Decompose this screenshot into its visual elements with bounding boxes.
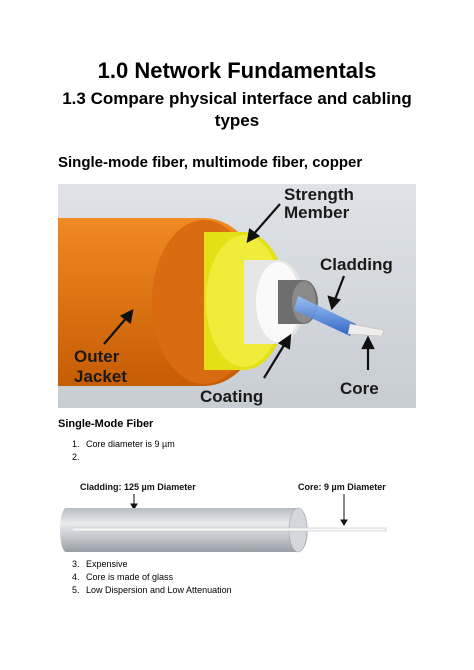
outer-jacket-arrow <box>103 315 129 345</box>
cladding-arrow <box>332 275 346 303</box>
feature-list-b: 3.Expensive 4.Core is made of glass 5.Lo… <box>72 558 232 597</box>
cladding-arrowhead <box>327 295 341 311</box>
coating-arrow <box>263 341 287 379</box>
strength-line-2: Member <box>284 203 350 222</box>
outer-line-1: Outer <box>74 347 120 366</box>
core-label: Core <box>340 379 379 398</box>
page-title: 1.0 Network Fundamentals <box>97 58 377 83</box>
core-diameter-label: Core: 9 µm Diameter <box>298 482 386 492</box>
strength-line-1: Strength <box>284 185 354 204</box>
outer-jacket-arrowhead <box>119 309 134 324</box>
fiber-layers-diagram: Strength Member Cladding Outer Jacket Co… <box>58 184 416 408</box>
cladding-label: Cladding <box>320 255 393 274</box>
cladding-diameter-label: Cladding: 125 µm Diameter <box>80 482 196 492</box>
list-item: 4.Core is made of glass <box>72 572 174 582</box>
core-glass-shape <box>294 296 356 336</box>
outer-jacket-label: Outer Jacket <box>74 347 127 386</box>
coating-label: Coating <box>200 387 263 406</box>
strength-member-label: Strength Member <box>284 185 359 222</box>
core-strand-shape <box>347 323 385 337</box>
strength-arrow <box>251 203 281 237</box>
single-mode-heading: Single-Mode Fiber <box>58 418 154 430</box>
list-item: 3.Expensive <box>72 559 128 569</box>
list-item: 5.Low Dispersion and Low Attenuation <box>72 585 232 595</box>
outer-line-2: Jacket <box>74 367 127 386</box>
list-item: 1.Core diameter is 9 µm <box>72 439 175 449</box>
section-heading: Single-mode fiber, multimode fiber, copp… <box>58 154 363 171</box>
list-item: 2. <box>72 452 80 462</box>
cladding-pointer-head <box>130 503 138 510</box>
feature-list-a: 1.Core diameter is 9 µm 2. <box>72 438 175 464</box>
strength-arrowhead <box>246 228 261 243</box>
core-pointer-head <box>340 519 348 526</box>
single-mode-fiber-diagram: Cladding: 125 µm Diameter Core: 9 µm Dia… <box>60 482 387 553</box>
page-subtitle: 1.3 Compare physical interface and cabli… <box>62 89 412 130</box>
fiber-core-strand <box>71 527 387 532</box>
core-arrowhead <box>361 335 375 350</box>
coating-arrowhead <box>277 333 292 350</box>
